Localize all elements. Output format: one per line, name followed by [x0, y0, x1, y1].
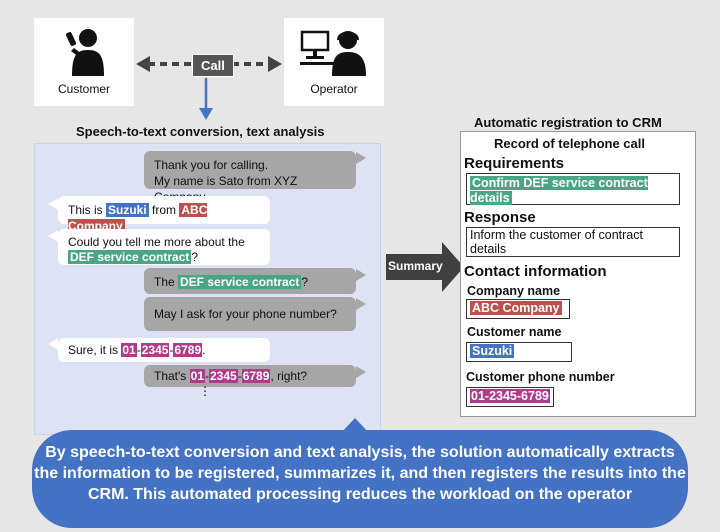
requirements-field: Confirm DEF service contract details: [466, 173, 680, 205]
highlight-phone: 01: [189, 369, 205, 383]
chat-text: Sure, it is: [68, 343, 122, 357]
summary-callout-text: By speech-to-text conversion and text an…: [34, 444, 686, 503]
chat-text: .: [202, 343, 206, 357]
phone-field: 01-2345-6789: [466, 387, 554, 407]
highlight-phone: 6789: [173, 343, 203, 357]
operator-label: Operator: [310, 82, 358, 96]
highlight-phone: 01: [121, 343, 137, 357]
chat-text: That's: [154, 369, 190, 383]
chat-bubble-operator: The DEF service contract?: [144, 268, 356, 294]
callout-pointer: [340, 418, 370, 434]
company-label: Company name: [467, 284, 561, 298]
phone-label: Customer phone number: [466, 370, 615, 384]
phone-value: 01-2345-6789: [470, 389, 550, 403]
chat-bubble-customer: This is Suzuki from ABC Company.: [58, 196, 270, 233]
summary-arrow-icon: [386, 242, 464, 292]
chat-text: -: [169, 343, 174, 357]
crm-record-title: Record of telephone call: [494, 136, 645, 151]
highlight-service: DEF service contract: [178, 275, 302, 289]
customer-icon: [65, 29, 104, 76]
chat-text: ?: [301, 275, 309, 289]
highlight-service: DEF service contract: [68, 250, 192, 264]
chat-text: from: [148, 203, 180, 217]
customer-name-value: Suzuki: [470, 344, 515, 358]
chat-text: -: [205, 369, 209, 383]
bubble-tail: [48, 338, 58, 350]
bubble-tail: [48, 198, 58, 210]
ellipsis-icon: ⋮: [199, 384, 211, 398]
chat-text: ?: [191, 250, 199, 264]
chat-text: The: [154, 275, 179, 289]
response-field: Inform the customer of contract details: [466, 227, 680, 257]
down-arrow-icon: [199, 78, 213, 120]
chat-text: , right?: [270, 369, 308, 383]
chat-bubble-operator: That's 01-2345-6789, right?: [144, 365, 356, 387]
chat-text: .: [124, 219, 129, 233]
customer-box: Customer: [34, 18, 134, 106]
crm-auto-title: Automatic registration to CRM: [474, 115, 662, 130]
bubble-tail: [356, 298, 366, 310]
chat-bubble-operator: May I ask for your phone number?: [144, 297, 356, 331]
chat-bubble-operator: Thank you for calling. My name is Sato f…: [144, 151, 356, 204]
chat-line: Thank you for calling.: [154, 158, 269, 172]
summary-callout: By speech-to-text conversion and text an…: [32, 430, 688, 528]
customer-name-field: Suzuki: [466, 342, 572, 362]
chat-bubble-customer: Sure, it is 01-2345-6789.: [58, 338, 270, 362]
company-value: ABC Company: [470, 301, 562, 315]
chat-text: -: [136, 343, 141, 357]
chat-text: May I ask for your phone number?: [154, 307, 337, 321]
highlight-name: Suzuki: [106, 203, 149, 217]
chat-line: Could you tell me more about the: [68, 235, 245, 249]
response-heading: Response: [464, 209, 536, 226]
contact-heading: Contact information: [464, 263, 607, 280]
requirements-value: Confirm DEF service contract details: [470, 176, 648, 205]
requirements-heading: Requirements: [464, 155, 565, 172]
chat-bubble-customer: Could you tell me more about the DEF ser…: [58, 229, 270, 265]
call-badge: Call: [192, 54, 234, 77]
operator-box: Operator: [284, 18, 384, 106]
customer-name-label: Customer name: [467, 325, 562, 339]
response-value: Inform the customer of contract details: [470, 228, 643, 256]
summary-label: Summary: [388, 259, 443, 273]
highlight-phone: 6789: [241, 369, 271, 383]
stt-title: Speech-to-text conversion, text analysis: [76, 124, 325, 139]
chat-text: This is: [68, 203, 107, 217]
bubble-tail: [356, 152, 366, 164]
bubble-tail: [356, 269, 366, 281]
highlight-phone: 2345: [140, 343, 170, 357]
company-field: ABC Company: [466, 299, 570, 319]
operator-icon: [300, 30, 366, 76]
highlight-phone: 2345: [209, 369, 238, 383]
customer-label: Customer: [57, 82, 110, 96]
chat-text: -: [237, 369, 242, 383]
bubble-tail: [356, 366, 366, 378]
bubble-tail: [48, 230, 58, 242]
